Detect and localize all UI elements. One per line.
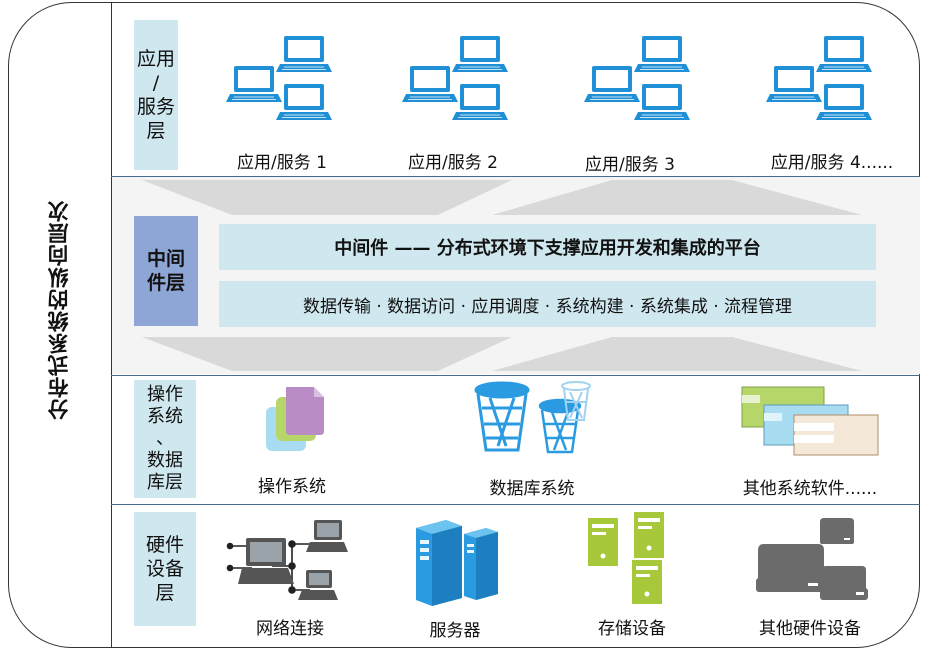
operating-system-icon	[266, 387, 324, 451]
layer-label-hardware: 硬件 设备 层	[134, 512, 196, 626]
laptop-group-icon	[583, 35, 691, 121]
hardware-item-label: 存储设备	[598, 619, 666, 639]
laptop-group-icon	[401, 35, 509, 121]
separator-line	[111, 176, 920, 177]
storage-device-icon	[588, 512, 664, 604]
application-item-label: 应用/服务 3	[585, 155, 675, 175]
separator-line	[111, 375, 920, 376]
layer-label-os-db: 操作 系统 、 数据 库层	[134, 380, 196, 498]
hardware-item-label: 服务器	[429, 621, 481, 641]
diagram-title: 分布式系统的纵向层次	[47, 200, 71, 420]
laptop-group-icon	[765, 35, 873, 121]
hardware-item-label: 其他硬件设备	[759, 619, 861, 639]
layer-label-text: 中间 件层	[146, 248, 185, 294]
middleware-title-box: 中间件 —— 分布式环境下支撑应用开发和集成的平台	[219, 224, 876, 270]
os-db-item-label: 数据库系统	[489, 479, 575, 499]
application-item-label: 应用/服务 2	[408, 153, 498, 173]
layer-label-text: 应用 / 服务 层	[136, 48, 175, 142]
laptop-group-icon	[225, 35, 333, 121]
os-db-item-label: 操作系统	[258, 477, 326, 497]
server-icon	[416, 520, 498, 606]
application-item-label: 应用/服务 1	[237, 153, 327, 173]
middleware-functions: 数据传输 · 数据访问 · 应用调度 · 系统构建 · 系统集成 · 流程管理	[302, 296, 793, 317]
layer-label-middleware: 中间 件层	[134, 216, 198, 326]
database-system-icon	[474, 381, 591, 454]
hardware-item-label: 网络连接	[256, 619, 324, 639]
middleware-functions-box: 数据传输 · 数据访问 · 应用调度 · 系统构建 · 系统集成 · 流程管理	[219, 281, 876, 327]
application-item-label: 应用/服务 4......	[770, 153, 894, 173]
other-hardware-icon	[756, 518, 868, 600]
middleware-title: 中间件 —— 分布式环境下支撑应用开发和集成的平台	[334, 238, 761, 259]
other-software-icon	[741, 386, 879, 456]
layer-label-application: 应用 / 服务 层	[134, 20, 178, 170]
layers-frame	[111, 2, 920, 648]
network-connection-icon	[226, 520, 348, 600]
separator-line	[111, 504, 920, 505]
layer-label-text: 操作 系统 、 数据 库层	[147, 384, 183, 493]
os-db-item-label: 其他系统软件......	[742, 479, 878, 499]
layer-label-text: 硬件 设备 层	[145, 534, 184, 604]
flow-arrows	[142, 180, 862, 371]
